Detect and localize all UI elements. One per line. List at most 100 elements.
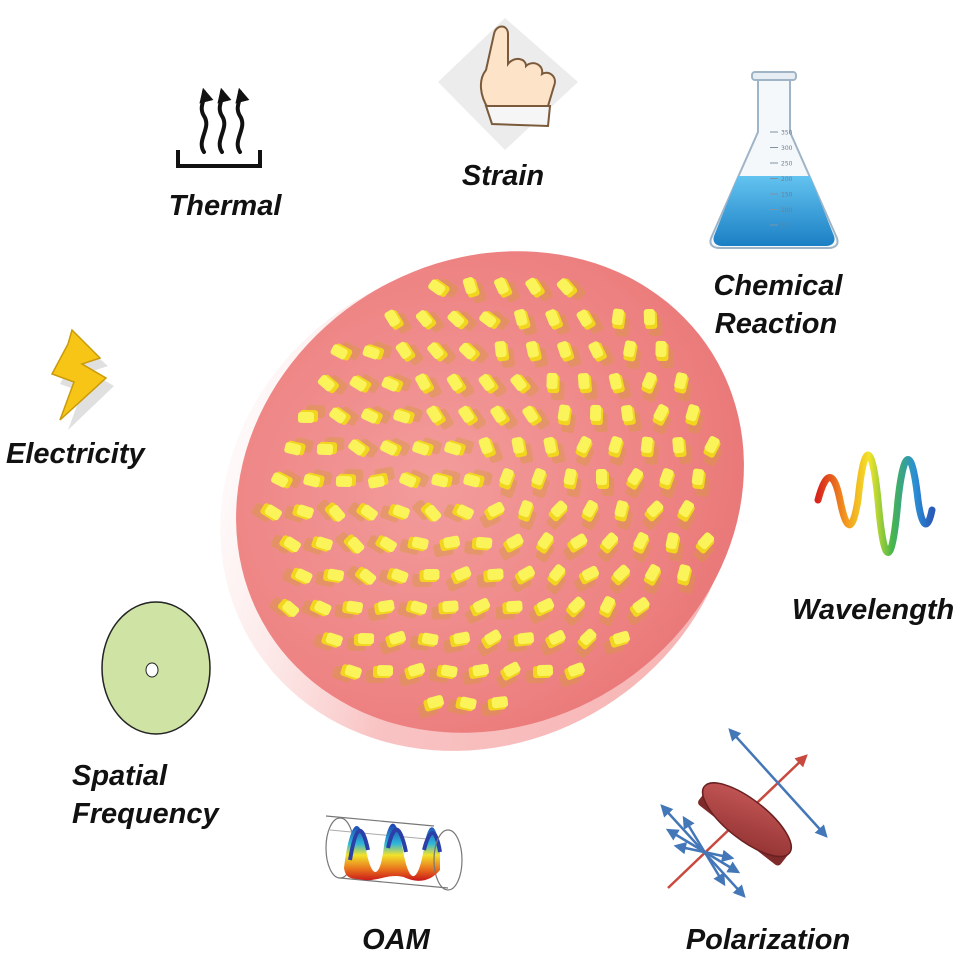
nanopillar-top — [517, 632, 535, 645]
nanopillar — [380, 437, 411, 457]
nanopillar — [428, 278, 459, 298]
nanopillar — [465, 597, 491, 624]
nanopillar — [563, 468, 582, 498]
nanopillar-top — [643, 308, 656, 326]
nanopillar — [282, 567, 313, 587]
nanopillar-top — [546, 372, 558, 390]
nanopillar-top — [325, 632, 343, 647]
nanopillar-top — [491, 696, 509, 709]
nanopillar-top — [395, 341, 412, 359]
nanopillar — [531, 468, 550, 498]
nanopillar — [642, 500, 664, 530]
nanopillar-top — [608, 436, 623, 454]
nanopillar — [428, 664, 458, 683]
nanopillar-top — [514, 309, 528, 326]
nanopillar — [462, 277, 487, 304]
nanopillar — [427, 342, 457, 365]
nanopillar — [575, 436, 595, 467]
nanopillar-top — [646, 500, 664, 518]
nanopillar — [330, 341, 361, 361]
nanopillar — [284, 437, 314, 456]
nanopillar-top — [444, 441, 462, 456]
nanopillar — [462, 663, 490, 685]
nanopillar — [271, 469, 302, 489]
nanopillar — [431, 600, 459, 620]
nanopillar — [316, 499, 346, 522]
nanopillar-top — [557, 404, 571, 422]
nanopillar-top — [601, 532, 619, 550]
nanopillar — [574, 565, 600, 592]
nanopillar-top — [548, 629, 566, 645]
nanopillar-top — [380, 440, 398, 456]
nanopillar-top — [704, 436, 720, 454]
nanopillar-top — [472, 597, 491, 613]
nanopillar-top — [428, 279, 446, 296]
nanopillar-top — [328, 504, 346, 522]
nanopillar — [367, 466, 395, 489]
nanopillar-top — [600, 596, 616, 614]
nanopillar — [581, 500, 601, 531]
nanopillar — [443, 631, 471, 654]
nanopillar — [316, 437, 345, 456]
nanopillar — [412, 437, 442, 456]
nanopillar-top — [612, 630, 630, 645]
nanopillar — [346, 565, 377, 586]
nanopillar-top — [642, 372, 657, 390]
nanopillar-top — [525, 277, 541, 295]
nanopillar-top — [442, 600, 459, 613]
nanopillar-top — [458, 342, 476, 360]
nanopillar-top — [645, 564, 661, 582]
nanopillar-top — [296, 504, 314, 519]
nanopillar-top — [517, 565, 535, 581]
nanopillar-top — [446, 373, 463, 391]
nanopillar — [665, 532, 684, 562]
label-strain: Strain — [461, 160, 545, 192]
nanopillar-top — [388, 630, 406, 645]
nanopillar — [499, 468, 518, 498]
nanopillar-top — [427, 342, 444, 360]
nanopillar — [621, 404, 642, 432]
nanopillar — [463, 469, 493, 488]
nanopillar — [284, 504, 314, 523]
nanopillar — [347, 502, 378, 522]
nanopillar-top — [582, 500, 598, 518]
flask-tick-label: 200 — [781, 176, 793, 183]
nanopillar-top — [454, 566, 472, 581]
disk-icon — [101, 601, 211, 735]
nanopillar — [608, 436, 627, 466]
label-spatial-line1: Spatial — [72, 760, 168, 792]
nanopillar — [332, 664, 362, 683]
nanopillar — [577, 372, 598, 400]
nanopillar — [535, 532, 555, 563]
nanopillar-top — [458, 405, 474, 423]
nanopillar-top — [472, 663, 490, 677]
nanopillar — [511, 436, 534, 464]
nanopillar — [393, 405, 423, 424]
nanopillar-top — [484, 629, 502, 645]
nanopillar-top — [549, 564, 566, 582]
nanopillar — [499, 533, 524, 561]
nanopillar — [518, 500, 537, 530]
nanopillar-top — [588, 341, 604, 359]
nanopillar — [595, 468, 615, 496]
nanopillar — [625, 468, 645, 499]
nanopillar — [444, 437, 474, 456]
nanopillar — [415, 373, 442, 399]
nanopillar — [563, 533, 588, 561]
nanopillar-top — [595, 468, 608, 486]
nanopillar — [685, 404, 704, 434]
nanopillar — [529, 598, 555, 624]
nanopillar — [543, 436, 566, 464]
nanopillar — [335, 532, 365, 554]
nanopillar — [399, 469, 430, 489]
nanopillar — [674, 372, 693, 402]
nanopillar — [365, 664, 394, 683]
nanopillar — [447, 310, 477, 332]
nanopillar-top — [531, 468, 546, 486]
nanopillar — [490, 405, 518, 430]
nanopillar-top — [459, 696, 477, 710]
nanopillar-top — [577, 372, 590, 390]
nanopillar-top — [537, 598, 555, 613]
